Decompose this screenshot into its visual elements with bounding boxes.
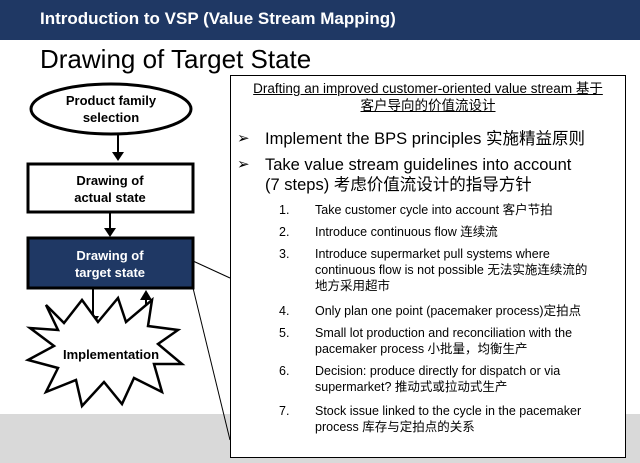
- step-item: 4. Only plan one point (pacemaker proces…: [279, 303, 615, 319]
- target-state-box: [26, 236, 195, 290]
- product-family-label-line1: Product family: [66, 93, 157, 108]
- panel-intro-line1: Drafting an improved customer-oriented v…: [253, 81, 603, 96]
- step-number: 1.: [279, 203, 290, 217]
- bullet-bps: ➢ Implement the BPS principles 实施精益原则: [237, 129, 585, 149]
- panel-intro: Drafting an improved customer-oriented v…: [231, 80, 625, 114]
- step-item: 1. Take customer cycle into account 客户节拍: [279, 202, 615, 218]
- step-text: process 库存与定拍点的关系: [315, 420, 475, 434]
- step-text: pacemaker process 小批量，均衡生产: [315, 342, 528, 356]
- step-number: 3.: [279, 247, 290, 261]
- bullet-guidelines-line1: Take value stream guidelines into accoun…: [265, 156, 572, 174]
- product-family-ellipse: [29, 82, 193, 136]
- bullet-bps-text: Implement the BPS principles 实施精益原则: [265, 130, 586, 148]
- step-text: continuous flow is not possible 无法实施连续流的: [315, 263, 588, 277]
- target-state-label-line1: Drawing of: [76, 248, 144, 263]
- step-number: 4.: [279, 304, 290, 318]
- callout-line-bottom: [192, 287, 231, 441]
- step-text: Introduce supermarket pull systems where: [315, 247, 550, 261]
- page-title: Drawing of Target State: [40, 44, 312, 74]
- step-number: 6.: [279, 364, 290, 378]
- bullet-arrow-icon: ➢: [237, 156, 250, 173]
- step-text: 地方采用超市: [315, 279, 391, 293]
- actual-state-label-line2: actual state: [74, 190, 146, 205]
- step-text: Stock issue linked to the cycle in the p…: [315, 404, 582, 418]
- step-number: 2.: [279, 225, 290, 239]
- step-text: supermarket? 推动式或拉动式生产: [315, 380, 508, 394]
- target-state-label-line2: target state: [75, 265, 145, 280]
- bullet-guidelines: ➢ Take value stream guidelines into acco…: [237, 155, 571, 195]
- step-item: 5. Small lot production and reconciliati…: [279, 325, 615, 357]
- step-item: 7. Stock issue linked to the cycle in th…: [279, 403, 615, 435]
- bullet-guidelines-line2: (7 steps) 考虑价值流设计的指导方针: [265, 176, 532, 194]
- step-item: 3. Introduce supermarket pull systems wh…: [279, 246, 615, 294]
- header-bar: Introduction to VSP (Value Stream Mappin…: [0, 0, 640, 40]
- callout-line-top: [192, 260, 231, 279]
- step-item: 2. Introduce continuous flow 连续流: [279, 224, 615, 240]
- actual-state-box: [26, 162, 195, 214]
- guidelines-panel: Drafting an improved customer-oriented v…: [230, 75, 626, 458]
- step-number: 5.: [279, 326, 290, 340]
- step-text: Decision: produce directly for dispatch …: [315, 364, 561, 378]
- step-item: 6. Decision: produce directly for dispat…: [279, 363, 615, 395]
- arrow-head-1: [112, 152, 124, 161]
- actual-state-label-line1: Drawing of: [76, 173, 144, 188]
- step-text: Take customer cycle into account 客户节拍: [315, 203, 553, 217]
- step-text: Small lot production and reconciliation …: [315, 326, 573, 340]
- bullet-arrow-icon: ➢: [237, 130, 250, 147]
- product-family-label-line2: selection: [83, 110, 139, 125]
- header-title: Introduction to VSP (Value Stream Mappin…: [40, 9, 396, 28]
- step-text: Only plan one point (pacemaker process)定…: [315, 304, 582, 318]
- step-number: 7.: [279, 404, 290, 418]
- implementation-label: Implementation: [63, 347, 159, 362]
- arrow-head-2: [104, 228, 116, 237]
- arrow-head-4: [140, 290, 152, 300]
- implementation-starburst: [24, 295, 186, 409]
- step-text: Introduce continuous flow 连续流: [315, 225, 498, 239]
- panel-intro-line2: 客户导向的价值流设计: [360, 98, 496, 113]
